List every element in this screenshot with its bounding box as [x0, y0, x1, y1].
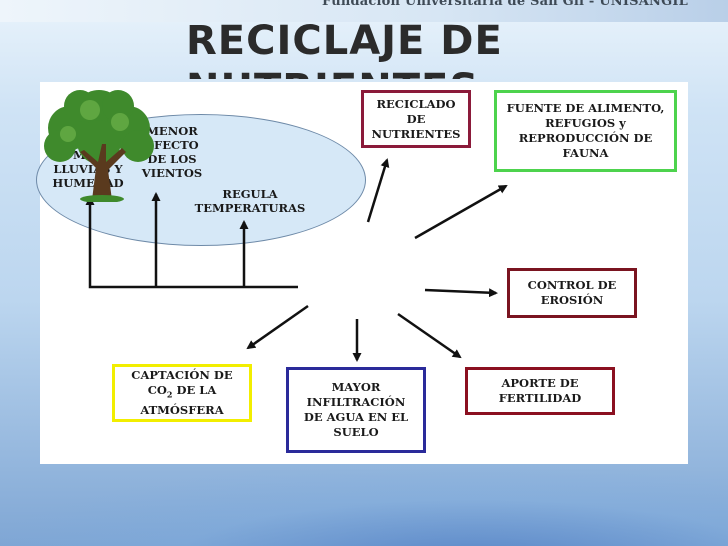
title-line-1: RECICLAJE DE	[186, 18, 503, 64]
box-food-shelter-fauna: FUENTE DE ALIMENTO, REFUGIOS y REPRODUCC…	[494, 90, 677, 172]
box-fertility-contribution: APORTE DE FERTILIDAD	[465, 367, 615, 415]
label-less-wind-effect: MENOR EFECTO DE LOS VIENTOS	[141, 124, 203, 180]
co2-line-2: CO2 DE LA	[147, 383, 217, 400]
arrow-to-co2-capture	[246, 304, 309, 350]
slide-title: RECICLAJE DE NUTRIENTES	[186, 17, 503, 79]
tree-icon	[44, 90, 154, 202]
co2-line-3: ATMÓSFERA	[140, 402, 224, 417]
arrow-to-fertility	[397, 312, 462, 359]
arrow-to-erosion-control	[424, 288, 498, 298]
arrow-to-fauna	[414, 184, 508, 240]
box-erosion-control: CONTROL DE EROSIÓN	[507, 268, 637, 318]
label-regulates-temperature: REGULA TEMPERATURAS	[194, 187, 306, 215]
arrow-to-more-rain	[85, 196, 298, 289]
connector-arrows	[85, 158, 508, 362]
box-co2-capture: CAPTACIÓN DE CO2 DE LA ATMÓSFERA	[112, 364, 252, 422]
co2-line-1: CAPTACIÓN DE	[131, 368, 233, 383]
slide-header-caption: Fundación Universitaria de San Gil - UNI…	[322, 0, 689, 9]
arrow-to-nutrient-recycling	[366, 158, 390, 223]
title-line-2: NUTRIENTES	[186, 65, 503, 79]
box-water-infiltration: MAYOR INFILTRACIÓN DE AGUA EN EL SUELO	[286, 367, 426, 453]
box-nutrient-recycling: RECICLADO DE NUTRIENTES	[361, 90, 471, 148]
top-band	[0, 0, 728, 22]
background-sheen	[0, 464, 728, 546]
diagram-canvas: MÁS LLUVIAS Y HUMEDAD MENOR EFECTO DE LO…	[36, 82, 688, 464]
